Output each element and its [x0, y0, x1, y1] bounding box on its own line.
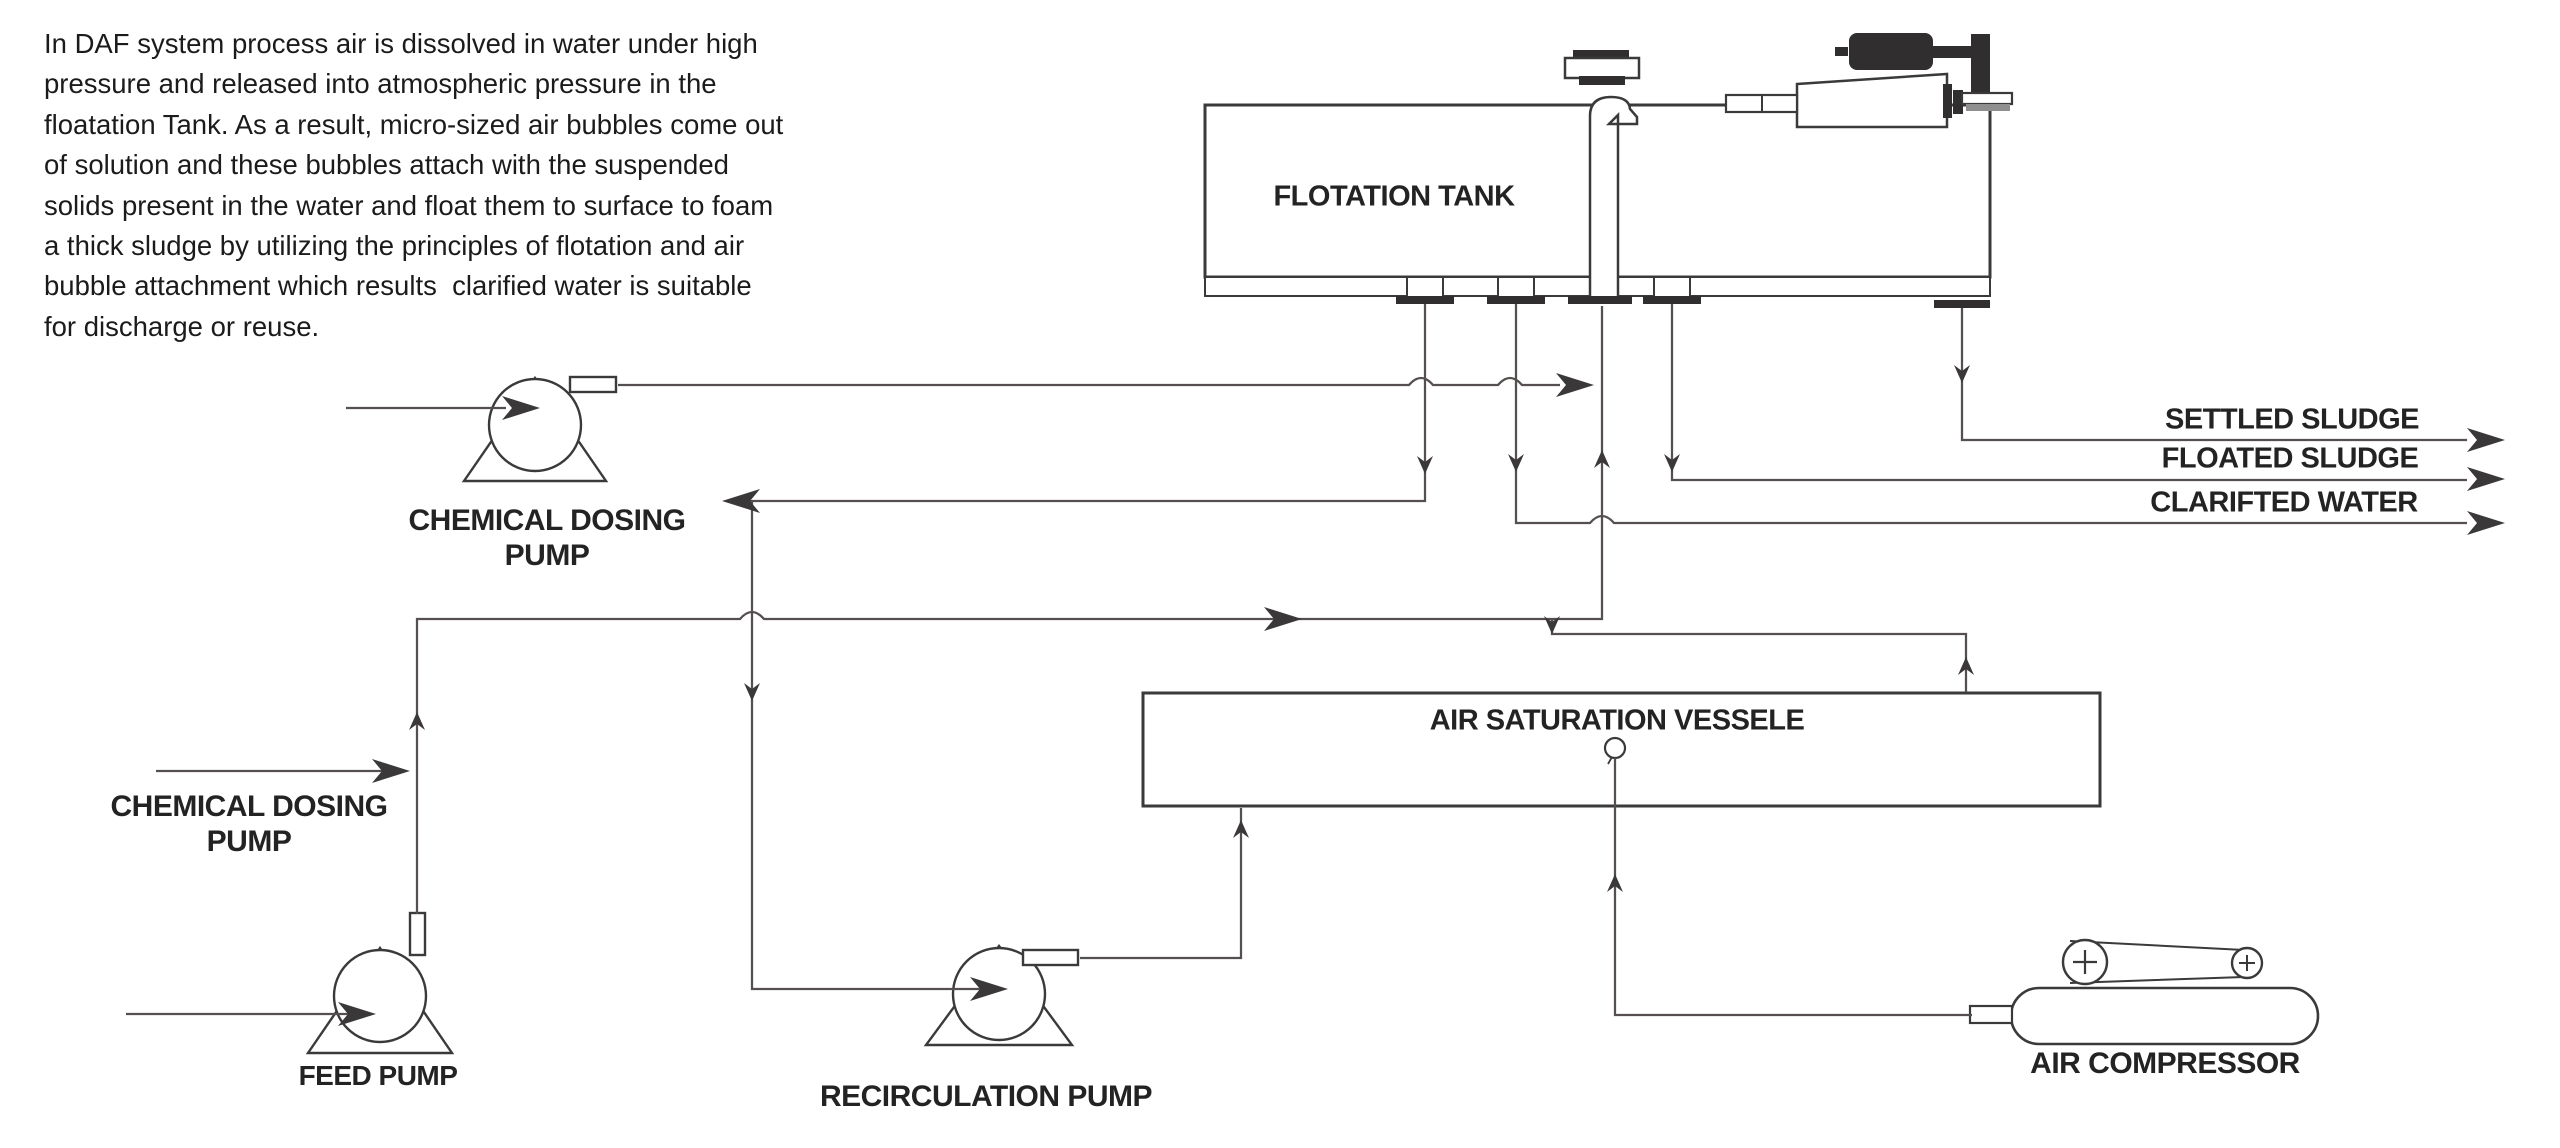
flow-arrow-right — [2467, 467, 2505, 491]
intro-paragraph-line: for discharge or reuse. — [44, 310, 320, 342]
flow-arrow-up — [1233, 820, 1249, 838]
flow-arrow-right — [338, 1002, 376, 1026]
flow-arrow-right — [1556, 373, 1594, 397]
pipe-feed-to-tank — [415, 306, 1604, 914]
skimmer-motor-stub — [1835, 47, 1848, 56]
feed-pump-symbol — [305, 911, 455, 1055]
nozzle-flange — [1643, 296, 1701, 304]
pump-outlet-pipe — [408, 911, 427, 957]
equipment-shapes — [305, 33, 2320, 1055]
skimmer-coupling — [1953, 90, 1963, 114]
flotation-tank-label: FLOTATION TANK — [1273, 180, 1515, 213]
flow-arrows — [338, 365, 2505, 1026]
flow-arrow-down — [1664, 454, 1680, 472]
valve-body — [1563, 56, 1641, 80]
air-compressor-label: AIR COMPRESSOR — [2030, 1047, 2300, 1080]
flow-arrow-up — [1958, 657, 1974, 675]
valve-bottom-band — [1579, 76, 1625, 85]
vessel-vent-circle — [1603, 736, 1627, 760]
chemical-dosing-pump-1-symbol — [461, 375, 618, 483]
floated-sludge-label: FLOATED SLUDGE — [2161, 442, 2419, 475]
flow-arrow-down — [744, 683, 760, 701]
compressor-belt — [2069, 940, 2245, 984]
nozzle-flange — [1568, 296, 1632, 304]
pump-outlet-pipe — [1021, 948, 1080, 967]
tank-nozzle — [1653, 276, 1691, 299]
pipe-floated-sludge — [1670, 304, 2467, 482]
air-saturation-vessel-shape — [1141, 691, 2102, 808]
pipe-settled-sludge — [1960, 308, 2467, 442]
pipes — [126, 304, 2467, 1017]
tank-nozzle — [1497, 276, 1535, 299]
intro-paragraph-line: of solution and these bubbles attach wit… — [44, 149, 729, 181]
recirculation-pump-symbol — [923, 943, 1080, 1047]
flow-arrow-right — [2467, 428, 2505, 452]
flow-arrow-right — [2467, 511, 2505, 535]
flow-arrow-left — [722, 489, 760, 513]
skimmer-coupling — [1943, 84, 1952, 118]
nozzle-flange — [1934, 300, 1990, 308]
compressor-tank — [2009, 986, 2320, 1046]
pump-casing — [332, 948, 428, 1044]
pump-casing — [487, 377, 583, 473]
chemical-dosing-pump-top-label-line2: PUMP — [504, 539, 590, 572]
pipe-chem1-discharge — [618, 376, 1560, 387]
recirculation-pump-label: RECIRCULATION PUMP — [819, 1080, 1153, 1113]
intro-paragraph: In DAF system process air is dissolved i… — [44, 24, 783, 347]
skimmer-gearbox — [1795, 72, 1949, 129]
intro-paragraph-line: In DAF system process air is dissolved i… — [44, 28, 758, 59]
intro-paragraph-line: floatation Tank. As a result, micro-size… — [44, 108, 784, 140]
intro-paragraph-line: a thick sludge by utilizing the principl… — [44, 230, 745, 262]
vessel-vent-tail — [1607, 756, 1613, 765]
clarified-water-label: CLARIFTED WATER — [2150, 486, 2418, 519]
skimmer-motor — [1849, 33, 1933, 70]
pulley-cross — [2073, 950, 2097, 974]
nozzle-flange — [1487, 296, 1545, 304]
flow-arrow-up — [409, 712, 425, 730]
skimmer-motor-assembly — [1724, 33, 2014, 129]
skimmer-rim-pad — [1966, 104, 2010, 111]
intro-paragraph-line: pressure and released into atmospheric p… — [44, 68, 717, 100]
flow-arrow-down — [1954, 365, 1970, 383]
pump-outlet-pipe — [568, 375, 618, 394]
flow-arrow-up — [1594, 450, 1610, 468]
skimmer-motor-bar — [1931, 46, 1973, 58]
flow-arrow-right — [372, 759, 410, 783]
flow-arrow-right — [970, 977, 1008, 1001]
flow-arrow-right — [502, 396, 540, 420]
tank-inlet-riser-pipe — [1588, 95, 1639, 301]
chemical-dosing-pump-left-label-line1: CHEMICAL DOSING — [110, 790, 388, 823]
compressor-inlet-pipe — [1968, 1004, 2014, 1025]
nozzle-flange — [1396, 296, 1454, 304]
intro-paragraph-line: solids present in the water and float th… — [44, 189, 774, 221]
flow-arrow-up — [1607, 874, 1623, 892]
tank-top-valve — [1563, 50, 1641, 85]
pipe-tank-outlet-recycle — [744, 304, 1427, 991]
flow-arrow-right — [1264, 607, 1302, 631]
flow-arrow-down — [1508, 454, 1524, 472]
pulley-cross — [2239, 955, 2255, 971]
skimmer-outboard-bar — [1960, 91, 2014, 106]
pipe-clarified-water — [1514, 304, 2467, 525]
air-saturation-vessel-label: AIR SATURATION VESSELE — [1429, 704, 1805, 737]
valve-top-band — [1573, 50, 1629, 60]
feed-pump-label: FEED PUMP — [298, 1060, 458, 1091]
skimmer-support-post — [1971, 34, 1990, 96]
chemical-dosing-pump-left-label-line2: PUMP — [206, 825, 292, 858]
pipe-vessel-outlet — [1550, 620, 1968, 692]
flow-arrow-down — [1544, 616, 1560, 634]
tank-nozzle — [1406, 276, 1444, 299]
settled-sludge-label: SETTLED SLUDGE — [2164, 403, 2420, 436]
flow-arrow-down — [1417, 456, 1433, 474]
pipe-recirc-discharge — [1080, 808, 1243, 960]
flotation-tank-shape — [1203, 50, 1992, 308]
intro-paragraph-line: bubble attachment which results clarifie… — [44, 270, 752, 302]
pipe-air-supply — [1613, 758, 1972, 1017]
air-compressor-shape — [1968, 938, 2320, 1046]
chemical-dosing-pump-top-label-line1: CHEMICAL DOSING — [408, 504, 686, 537]
pump-casing — [951, 946, 1047, 1042]
